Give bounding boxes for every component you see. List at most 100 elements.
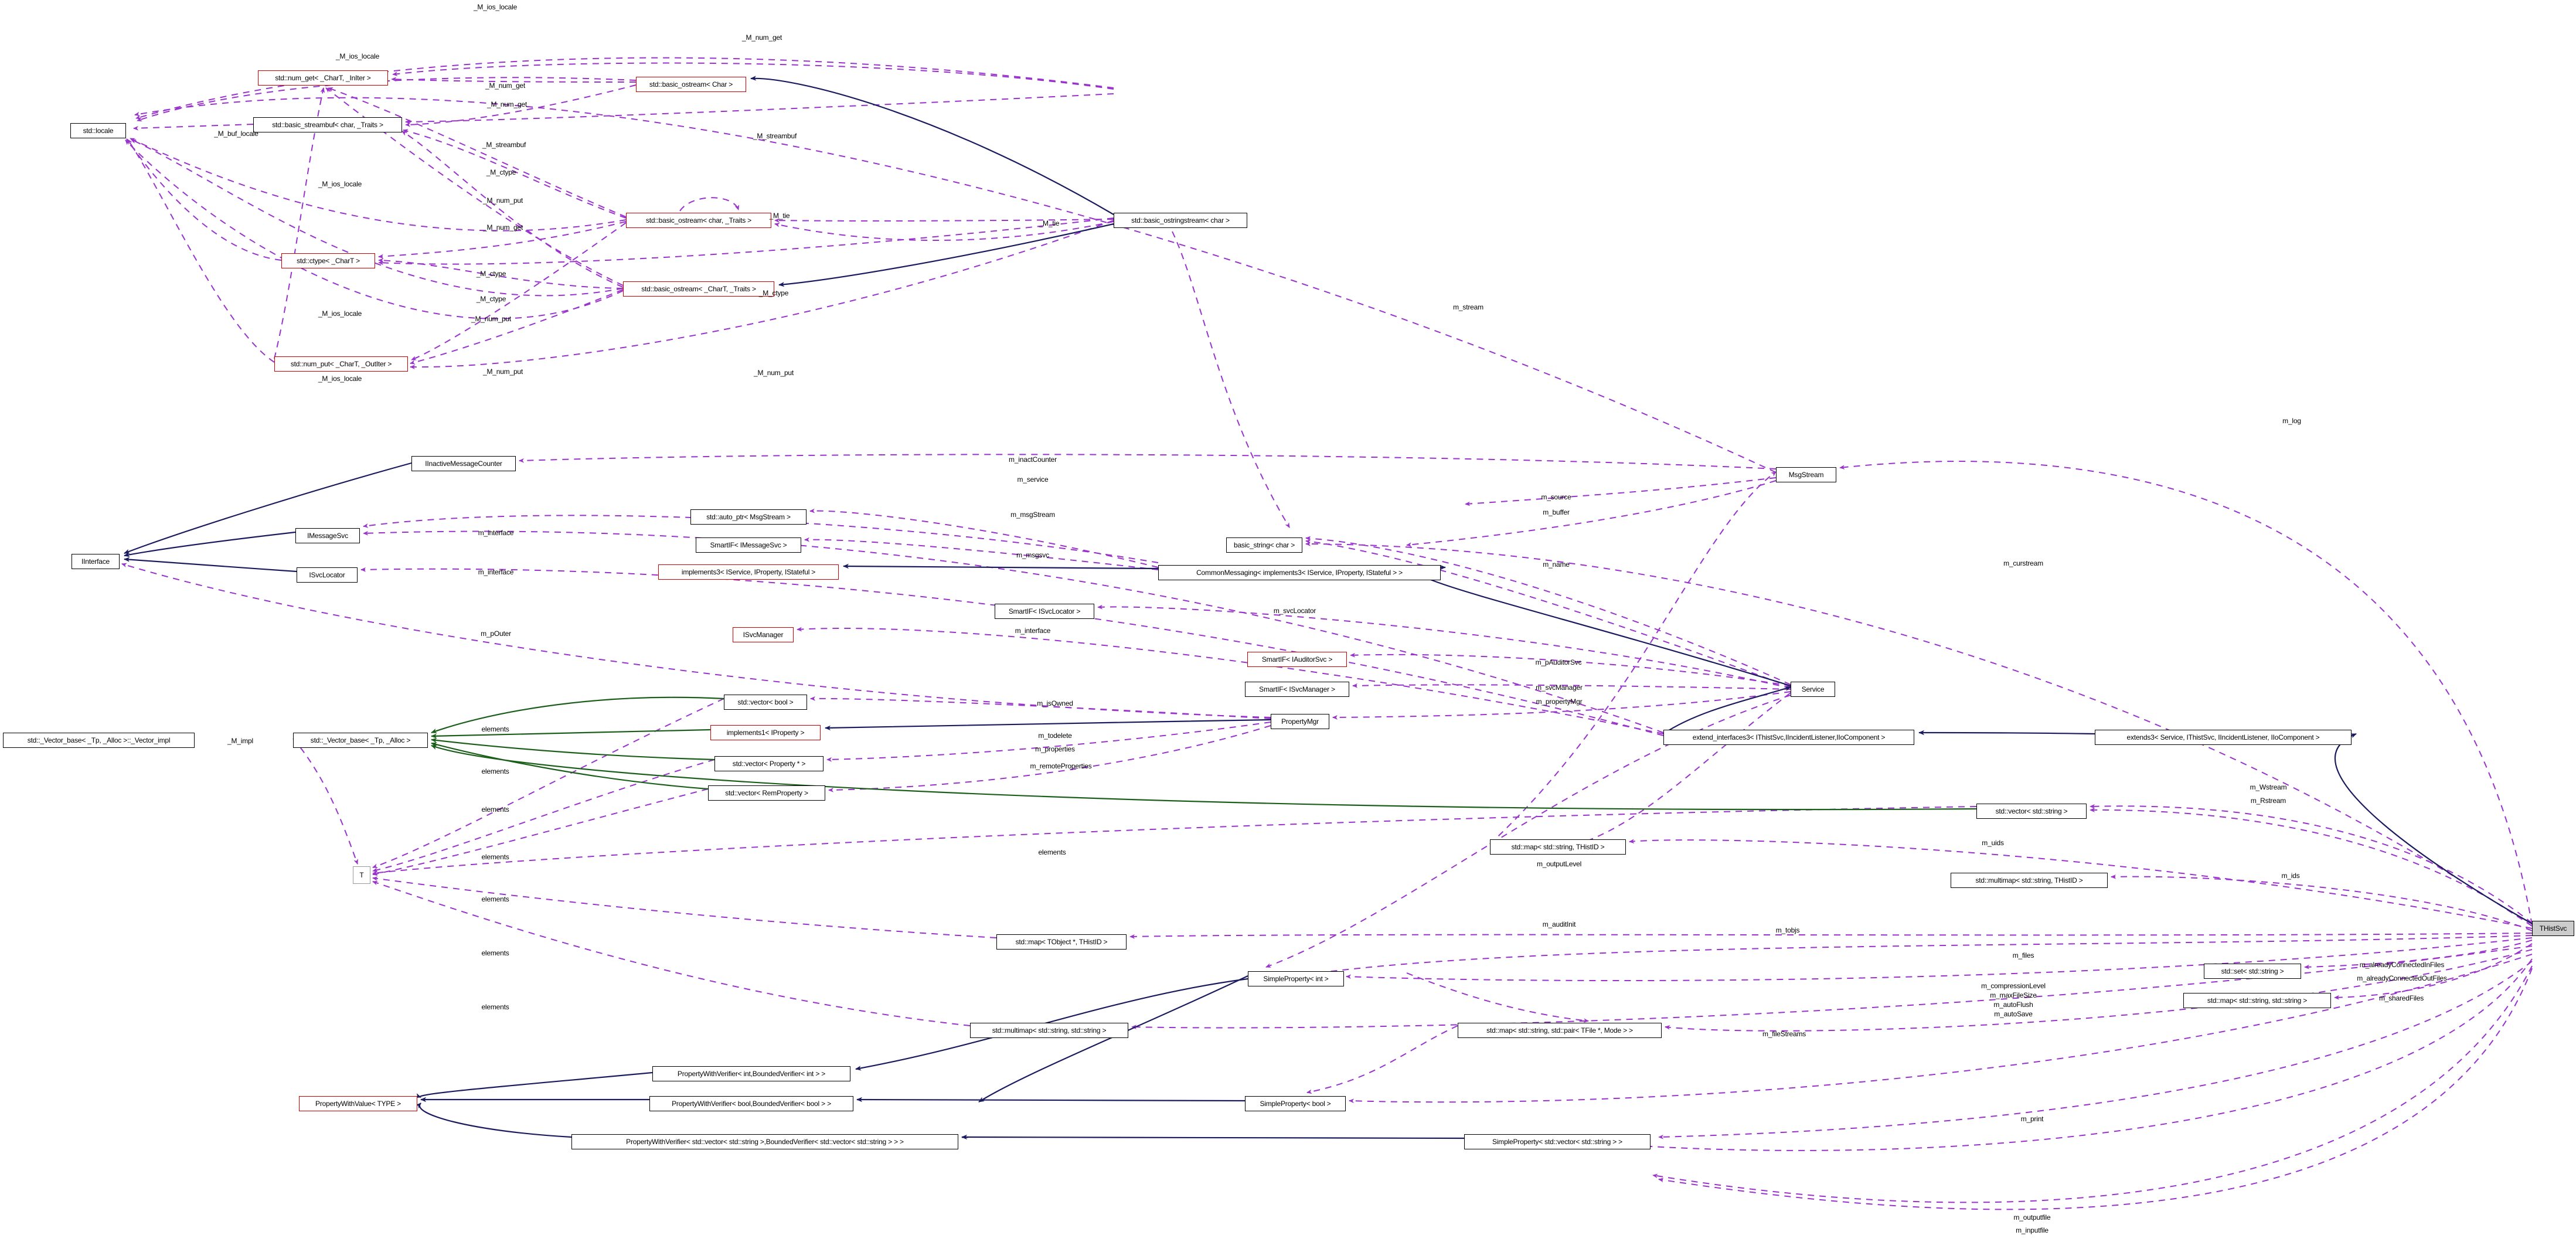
class-node-map_string_string[interactable]: std::map< std::string, std::string >: [2183, 993, 2331, 1008]
edge-label-l38: m_pOuter: [481, 629, 511, 638]
class-node-basic_ostream_CharT[interactable]: std::basic_ostream< _CharT, _Traits >: [623, 281, 774, 297]
edge-label-l32: m_curstream: [2003, 559, 2043, 567]
edge-label-l45: m_todelete: [1038, 731, 1072, 740]
class-node-multimap_string_THistID[interactable]: std::multimap< std::string, THistID >: [1951, 873, 2108, 888]
edge-label-l40: m_isOwned: [1037, 699, 1073, 707]
class-node-PropertyMgr[interactable]: PropertyMgr: [1271, 714, 1329, 729]
class-node-locale[interactable]: std::locale: [70, 123, 126, 138]
class-node-basic_ostringstream[interactable]: std::basic_ostringstream< char >: [1114, 213, 1247, 228]
edge-label-l42: m_propertyMgr: [1536, 697, 1583, 706]
edge-label-l61: m_files: [2012, 951, 2034, 959]
class-node-ISvcLocator[interactable]: ISvcLocator: [297, 567, 358, 583]
edge-label-l48: m_remoteProperties: [1030, 762, 1092, 770]
edge-label-l27: m_service: [1017, 475, 1049, 484]
edge-label-l36: m_svcLocator: [1273, 607, 1316, 615]
class-node-num_put[interactable]: std::num_put< _CharT, _OutIter >: [274, 356, 408, 372]
edge-label-l46: m_properties: [1035, 745, 1075, 753]
edge-label-l16: _M_ctype: [476, 270, 506, 278]
edge-label-l35: m_interface: [478, 568, 514, 576]
edge-label-l23: _M_num_put: [753, 369, 794, 377]
class-node-extend_interfaces3[interactable]: extend_interfaces3< IThistSvc,IIncidentL…: [1663, 730, 1914, 745]
edge-label-l47: elements: [481, 767, 509, 775]
class-node-MsgStream[interactable]: MsgStream: [1776, 467, 1836, 482]
edge-label-l30: m_msgStream: [1010, 511, 1055, 519]
class-node-SimpleProperty_bool[interactable]: SimpleProperty< bool >: [1245, 1096, 1346, 1111]
class-node-extends3[interactable]: extends3< Service, IThistSvc, IIncidentL…: [2095, 730, 2352, 745]
class-node-map_string_pair[interactable]: std::map< std::string, std::pair< TFile …: [1458, 1023, 1662, 1038]
class-node-Vector_impl[interactable]: std::_Vector_base< _Tp, _Alloc >::_Vecto…: [3, 733, 195, 748]
class-node-Tparam[interactable]: T: [353, 866, 370, 884]
class-node-SimpleProperty_int[interactable]: SimpleProperty< int >: [1248, 971, 1344, 986]
edge-label-l33: m_msgsvc: [1016, 551, 1049, 559]
class-node-vector_string[interactable]: std::vector< std::string >: [1976, 804, 2087, 819]
edge-label-l62: m_alreadyConnectedInFiles: [2359, 961, 2445, 969]
class-node-SmartIF_IMessageSvc[interactable]: SmartIF< IMessageSvc >: [696, 537, 801, 553]
class-node-Vector_base[interactable]: std::_Vector_base< _Tp, _Alloc >: [293, 733, 428, 748]
class-node-ctype[interactable]: std::ctype< _CharT >: [281, 253, 375, 268]
edge-label-l69: elements: [481, 1003, 509, 1011]
class-node-SmartIF_ISvcManager[interactable]: SmartIF< ISvcManager >: [1245, 682, 1349, 697]
class-node-ISvcManager[interactable]: ISvcManager: [733, 627, 794, 642]
class-node-map_string_THistID[interactable]: std::map< std::string, THistID >: [1490, 839, 1626, 855]
class-node-basic_ostream_Char[interactable]: std::basic_ostream< Char >: [636, 77, 746, 92]
class-node-SmartIF_IAuditorSvc[interactable]: SmartIF< IAuditorSvc >: [1247, 652, 1347, 667]
edge-label-l11: _M_ios_locale: [318, 180, 362, 188]
class-node-basic_ostream_char[interactable]: std::basic_ostream< char, _Traits >: [626, 213, 771, 228]
edge-label-l50: m_Rstream: [2250, 797, 2286, 805]
edge-label-l51: elements: [481, 805, 509, 814]
class-node-vector_RemProperty[interactable]: std::vector< RemProperty >: [708, 785, 825, 801]
class-node-SimpleProperty_vecstring[interactable]: SimpleProperty< std::vector< std::string…: [1464, 1134, 1651, 1149]
edge-label-l29: m_buffer: [1543, 508, 1570, 516]
edge-label-l12: _M_num_put: [482, 196, 523, 205]
class-node-Service[interactable]: Service: [1791, 682, 1835, 697]
edge-label-l59: m_tobjs: [1775, 926, 1800, 934]
class-node-num_get[interactable]: std::num_get< _CharT, _InIter >: [258, 70, 388, 86]
class-node-set_string[interactable]: std::set< std::string >: [2204, 964, 2301, 979]
class-node-THistSvc[interactable]: THistSvc: [2532, 921, 2574, 936]
class-node-implements3[interactable]: implements3< IService, IProperty, IState…: [658, 564, 839, 580]
class-node-vector_Property[interactable]: std::vector< Property * >: [714, 756, 823, 771]
class-node-PWV_int[interactable]: PropertyWithVerifier< int,BoundedVerifie…: [652, 1066, 850, 1081]
class-node-SmartIF_ISvcLocator[interactable]: SmartIF< ISvcLocator >: [995, 604, 1094, 619]
edge-label-l64: m_compressionLevel: [1981, 982, 2046, 990]
edge-label-l72: m_outputfile: [2013, 1213, 2051, 1221]
edge-label-l26: m_inactCounter: [1009, 455, 1057, 464]
edge-label-l14: _M_tie: [1039, 219, 1060, 227]
edge-label-l56: m_ids: [2281, 872, 2300, 880]
class-node-basic_streambuf[interactable]: std::basic_streambuf< char, _Traits >: [253, 117, 402, 132]
edge-label-l55: m_outputLevel: [1536, 860, 1582, 868]
edge-label-l25: m_log: [2282, 417, 2301, 425]
edge-label-l1: _M_ios_locale: [473, 3, 518, 11]
edge-label-l70: m_fileStreams: [1762, 1030, 1806, 1038]
edge-label-l6: _M_num_get: [486, 100, 528, 108]
class-node-implements1[interactable]: implements1< IProperty >: [710, 725, 821, 740]
class-node-IInterface[interactable]: IInterface: [72, 554, 120, 569]
class-node-map_TObject_THistID[interactable]: std::map< TObject *, THistID >: [996, 934, 1127, 950]
class-node-IMessageSvc[interactable]: IMessageSvc: [295, 528, 360, 543]
edge-label-l63: m_alreadyConnectedOutFiles: [2357, 974, 2447, 982]
edge-label-l18: _M_ios_locale: [318, 309, 362, 318]
class-node-auto_ptr_MsgStream[interactable]: std::auto_ptr< MsgStream >: [690, 509, 807, 525]
class-node-multimap_string_string[interactable]: std::multimap< std::string, std::string …: [970, 1023, 1128, 1038]
class-node-PWV_vecstring[interactable]: PropertyWithVerifier< std::vector< std::…: [571, 1134, 958, 1149]
class-node-PWV_bool[interactable]: PropertyWithVerifier< bool,BoundedVerifi…: [649, 1096, 853, 1111]
edge-label-l24: m_stream: [1453, 303, 1483, 311]
edge-label-l68: m_autoSave: [1994, 1010, 2033, 1018]
edge-label-l57: elements: [481, 895, 509, 903]
edge-label-l22: _M_num_put: [482, 368, 523, 376]
edge-label-l9: _M_streambuf: [482, 141, 526, 149]
edge-label-l67: m_autoFlush: [1993, 1001, 2033, 1009]
class-node-CommonMessaging[interactable]: CommonMessaging< implements3< IService, …: [1158, 565, 1441, 580]
class-node-IInactiveMessageCounter[interactable]: IInactiveMessageCounter: [411, 456, 516, 471]
edge-label-l60: elements: [481, 949, 509, 957]
class-node-vector_bool[interactable]: std::vector< bool >: [724, 695, 807, 710]
edge-label-l39: m_pAuditorSvc: [1535, 658, 1582, 666]
edge-label-l2: _M_num_get: [741, 33, 782, 42]
class-node-PropertyWithValue[interactable]: PropertyWithValue< TYPE >: [299, 1096, 417, 1111]
edge-label-l28: m_source: [1541, 493, 1571, 501]
edge-label-l8: _M_streambuf: [753, 132, 797, 140]
edge-label-l31: m_interface: [478, 529, 514, 537]
class-node-basic_string_char[interactable]: basic_string< char >: [1226, 537, 1302, 553]
